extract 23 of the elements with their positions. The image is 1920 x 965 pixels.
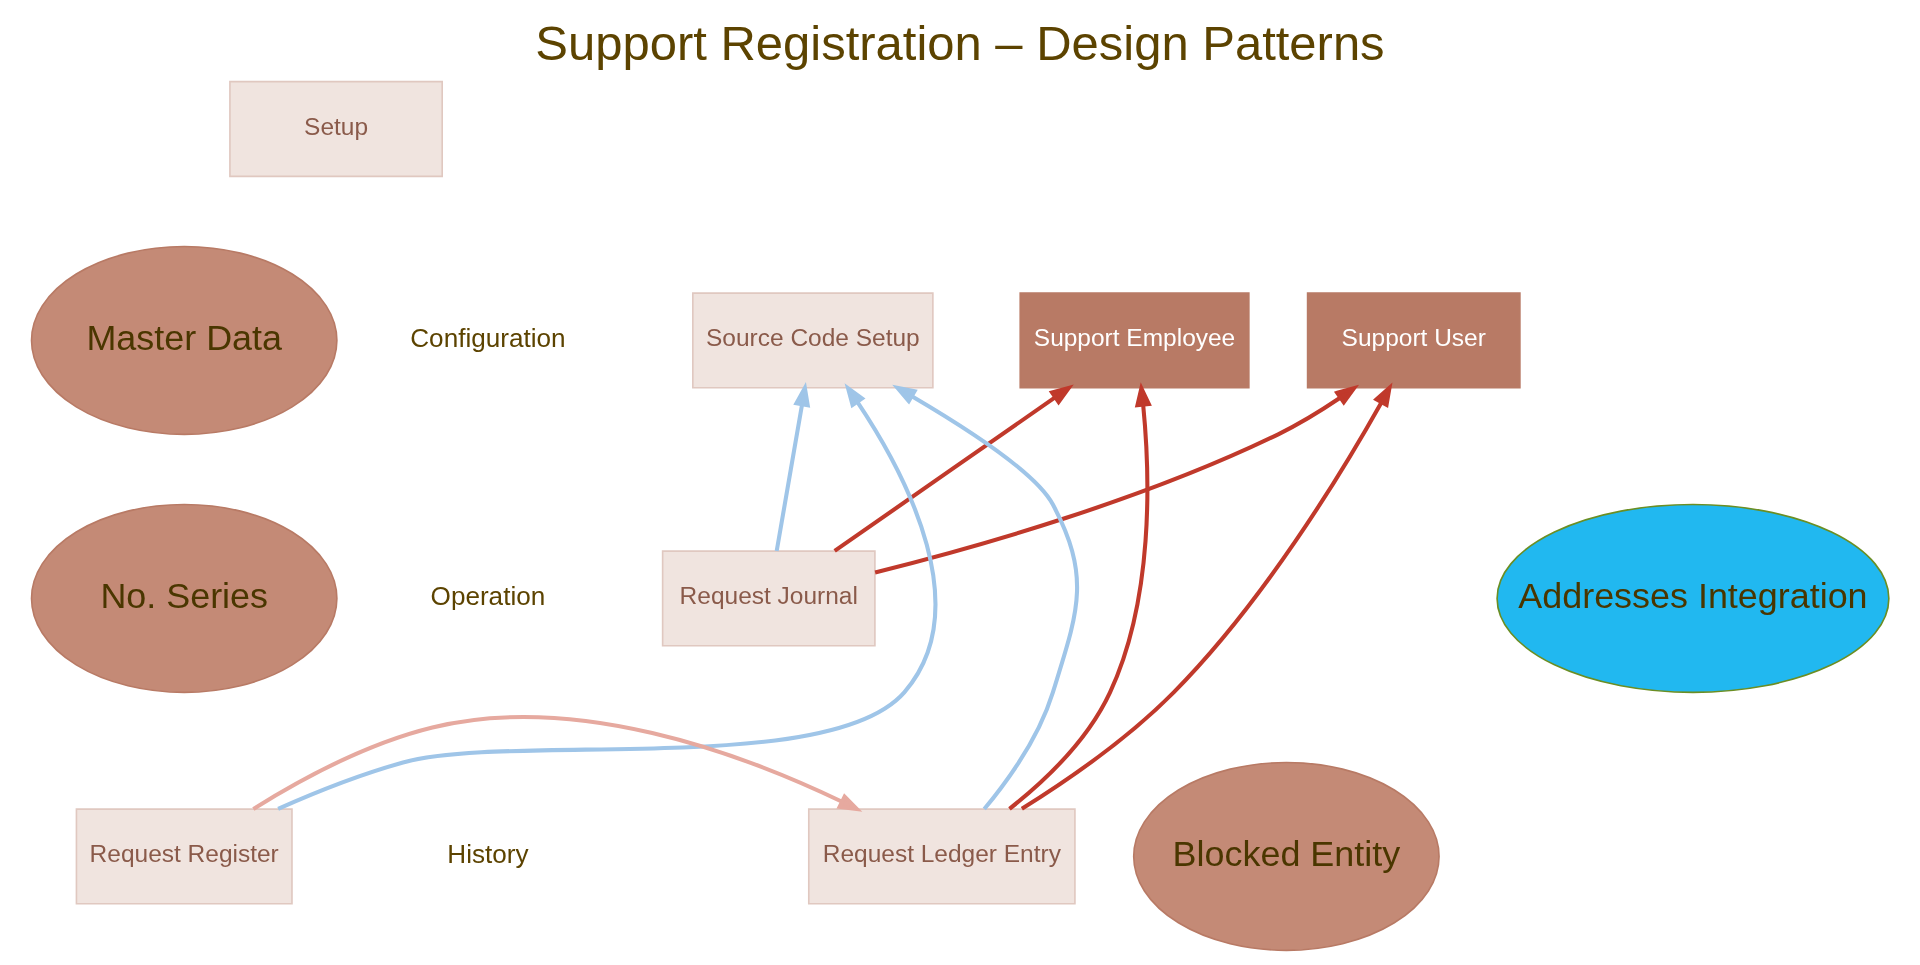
- node-box: Source Code Setup: [692, 292, 934, 389]
- node-ellipse: No. Series: [30, 503, 338, 694]
- diagram-title: Support Registration – Design Patterns: [535, 16, 1385, 71]
- arrow: [833, 384, 1074, 553]
- node-box: Request Journal: [661, 550, 876, 647]
- node-box: Setup: [229, 80, 443, 178]
- arrow: [1008, 382, 1152, 811]
- label: History: [447, 838, 529, 869]
- label: Configuration: [410, 322, 566, 353]
- arrow: [774, 382, 811, 552]
- node-box: Request Register: [75, 808, 293, 905]
- label: Operation: [430, 580, 546, 611]
- node-ellipse: Addresses Integration: [1496, 503, 1890, 694]
- arrow: [252, 715, 863, 812]
- node-ellipse: Blocked Entity: [1132, 761, 1440, 952]
- arrow: [892, 384, 1079, 811]
- node-ellipse: Master Data: [30, 245, 338, 436]
- node-box: Support Employee: [1019, 292, 1250, 389]
- arrow: [1020, 382, 1393, 811]
- node-box: Support User: [1306, 292, 1521, 389]
- arrow: [277, 383, 938, 811]
- node-box: Request Ledger Entry: [807, 808, 1076, 905]
- arrow: [874, 384, 1360, 575]
